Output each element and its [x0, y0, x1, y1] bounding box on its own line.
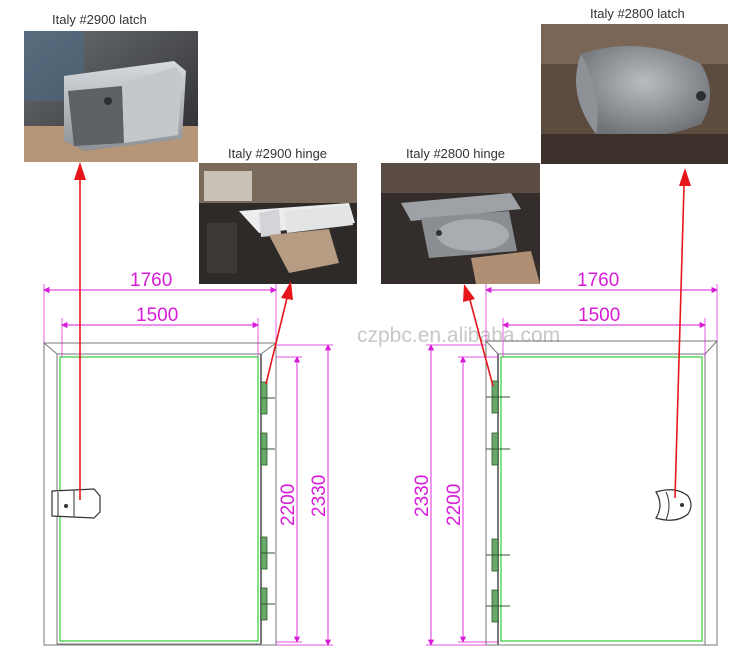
caption-2900-latch: Italy #2900 latch — [52, 12, 147, 27]
photo-2900-latch — [24, 31, 198, 162]
left-latch-symbol — [51, 488, 101, 519]
right-inner-width: 1500 — [578, 305, 620, 326]
left-door: 1760 1500 2200 2330 — [43, 270, 333, 646]
right-overall-height: 2330 — [412, 475, 433, 517]
arrow-2800-latch — [679, 168, 691, 186]
caption-2800-latch: Italy #2800 latch — [590, 6, 685, 21]
photo-2900-hinge — [199, 163, 357, 284]
left-overall-width: 1760 — [130, 270, 172, 291]
caption-2900-hinge: Italy #2900 hinge — [228, 146, 328, 161]
right-door-inner-outline — [500, 356, 703, 642]
right-latch-symbol — [655, 489, 692, 521]
photo-2800-latch — [541, 24, 728, 164]
watermark: czpbc.en.alibaba.com — [357, 324, 560, 347]
arrow-2900-hinge — [281, 281, 293, 300]
latch-2900-image — [24, 31, 198, 162]
left-overall-height: 2330 — [309, 475, 330, 517]
left-inner-width: 1500 — [136, 305, 178, 326]
latch-2800-image — [541, 24, 728, 164]
left-inner-height: 2200 — [278, 484, 299, 526]
hinge-2800-image — [381, 163, 540, 284]
arrow-2800-hinge — [463, 284, 475, 302]
right-hinges — [486, 380, 510, 623]
caption-2800-hinge: Italy #2800 hinge — [406, 146, 506, 161]
arrow-2900-latch — [74, 162, 86, 180]
left-hinges — [260, 381, 275, 621]
right-inner-height: 2200 — [444, 484, 465, 526]
hinge-2900-image — [199, 163, 357, 284]
pointer-arrows — [74, 162, 691, 500]
photo-2800-hinge — [381, 163, 540, 284]
right-door: 1760 1500 2200 2330 — [412, 270, 718, 646]
right-overall-width: 1760 — [577, 270, 619, 291]
